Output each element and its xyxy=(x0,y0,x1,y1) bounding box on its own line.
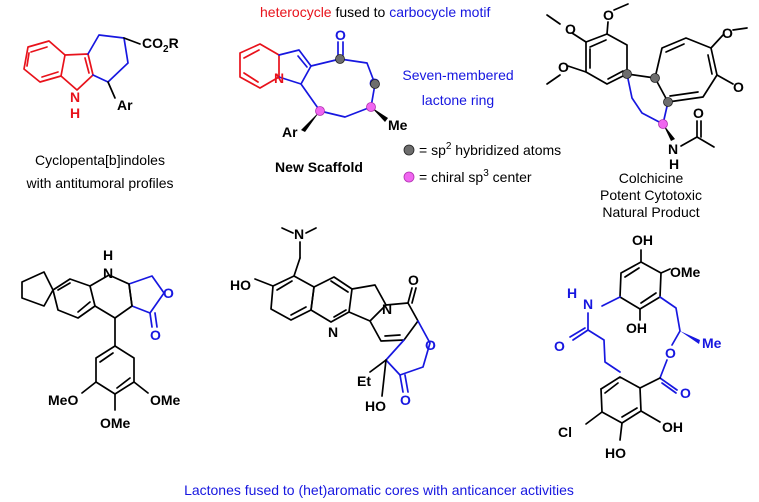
scaffold-chiral-dot-2 xyxy=(366,102,376,112)
m1-benzene-ring xyxy=(52,278,96,319)
m3-amide-o: O xyxy=(554,338,565,354)
m3-me-wedge xyxy=(680,331,700,344)
cyclopentane-ring xyxy=(87,34,129,83)
scaffold-structure: O O N Ar Me xyxy=(239,27,408,140)
indole-h-label: H xyxy=(70,105,80,121)
m3-top-aryl-ring xyxy=(619,261,662,310)
m1-meo-label: MeO xyxy=(48,392,78,408)
molecule-3-structure: OH OMe OH N H O O Me O Cl xyxy=(554,232,722,461)
m3-h-label: H xyxy=(567,285,577,301)
lactone-ring xyxy=(300,58,376,118)
m2-o1-label: O xyxy=(408,272,419,288)
colchicine-caption-1: Colchicine xyxy=(619,170,684,186)
scaffold-chiral-dot-1 xyxy=(315,106,325,116)
m2-et-label: Et xyxy=(357,373,371,389)
colchicine-sp2-dot-1 xyxy=(622,69,632,79)
legend-chiral-text: = chiral sp3 center xyxy=(419,168,532,185)
m2-ho-label: HO xyxy=(230,277,251,293)
m3-ester-co-o: O xyxy=(680,385,691,401)
m3-bottom-aryl-ring xyxy=(600,376,642,424)
m2-o2-label: O xyxy=(425,337,436,353)
colchicine-chiral-dot xyxy=(658,119,668,129)
m1-ring-o: O xyxy=(163,285,174,301)
m3-oh3-label: OH xyxy=(662,419,683,435)
colchicine-sp2-dot-2 xyxy=(650,73,660,83)
colchicine-o2: O xyxy=(603,7,614,23)
molecule-1-structure: O O H N MeO OMe OMe xyxy=(21,247,181,431)
ring-label-2: lactone ring xyxy=(422,92,494,108)
m1-dioxole-ring xyxy=(21,271,54,307)
m2-ring-b xyxy=(310,276,353,323)
m3-me-label: Me xyxy=(702,335,722,351)
m1-aryl-ring xyxy=(95,345,135,395)
tropolone-ring xyxy=(654,37,718,103)
scaffold-sp2-dot-2 xyxy=(370,79,380,89)
scaffold-ar-label: Ar xyxy=(282,124,298,140)
colchicine-o4: O xyxy=(722,25,733,41)
m1-carbonyl-o: O xyxy=(150,327,161,343)
m3-oh1-label: OH xyxy=(632,232,653,248)
scaffold-n: N xyxy=(274,70,284,86)
colchicine-nh-wedge xyxy=(663,124,675,141)
header-heterocycle: heterocycle xyxy=(260,4,332,20)
legend-sp2-dot xyxy=(403,144,415,156)
legend-sp2-text: = sp2 hybridized atoms xyxy=(419,141,561,158)
colchicine-aryl-ring xyxy=(585,33,628,85)
co2r-label: CO2R xyxy=(142,35,179,55)
ring-label-1: Seven-membered xyxy=(402,67,513,83)
header-title: heterocycle fused to carbocycle motif xyxy=(260,4,490,20)
legend-chiral-dot xyxy=(403,171,415,183)
m1-ome-label-1: OMe xyxy=(150,392,181,408)
m1-h-label: H xyxy=(103,247,113,263)
header-carbocycle: carbocycle motif xyxy=(389,4,490,20)
m1-lactone-ring xyxy=(128,275,165,314)
molecule-2-structure: N HO N N O O O Et HO xyxy=(230,226,436,414)
m2-ring-d xyxy=(369,302,419,342)
m1-n-label: N xyxy=(103,265,113,281)
indole-n-label: N xyxy=(70,89,80,105)
m2-ho2-label: HO xyxy=(365,398,386,414)
colchicine-amide-o: O xyxy=(693,105,704,121)
m3-ome-label: OMe xyxy=(670,264,701,280)
m3-amide-chain xyxy=(587,329,621,373)
m3-n-label: N xyxy=(583,296,593,312)
ar-label: Ar xyxy=(117,97,133,113)
scaffold-sp2-dot-1 xyxy=(335,54,345,64)
colchicine-structure: O O O O O N H O xyxy=(546,3,748,172)
colchicine-caption-3: Natural Product xyxy=(602,204,699,220)
colchicine-h: H xyxy=(669,156,679,172)
ar-wedge xyxy=(301,111,320,132)
scaffold-name: New Scaffold xyxy=(275,159,363,175)
cyclopentaindole-structure: CO2R Ar N H xyxy=(23,34,179,121)
colchicine-o3: O xyxy=(558,59,569,75)
legend: = sp2 hybridized atoms = chiral sp3 cent… xyxy=(403,141,561,185)
m2-ring-c xyxy=(348,284,387,322)
m3-cl-label: Cl xyxy=(558,424,572,440)
colchicine-seven-ring xyxy=(626,73,669,125)
m2-n1-label: N xyxy=(294,226,304,242)
m3-oh2-label: OH xyxy=(626,320,647,336)
colchicine-o1: O xyxy=(565,21,576,37)
m3-ester-o: O xyxy=(665,345,676,361)
m2-n3-label: N xyxy=(382,301,392,317)
scaffold-carbonyl-o: O xyxy=(335,27,346,43)
colchicine-carbonyl-o: O xyxy=(733,79,744,95)
m2-o3-label: O xyxy=(400,392,411,408)
m3-ester-chain xyxy=(659,296,681,346)
m1-pyridine-ring xyxy=(89,274,133,319)
bottom-caption: Lactones fused to (het)aromatic cores wi… xyxy=(184,482,574,498)
me-wedge xyxy=(371,107,388,122)
header-fused-to: fused to xyxy=(332,4,390,20)
m1-ome-label-2: OMe xyxy=(100,415,131,431)
scaffold-me-label: Me xyxy=(388,117,408,133)
m2-n2-label: N xyxy=(328,324,338,340)
m2-lactone-ring xyxy=(385,320,431,376)
colchicine-n: N xyxy=(668,141,678,157)
m3-ho-label: HO xyxy=(605,445,626,461)
colchicine-caption-2: Potent Cytotoxic xyxy=(600,187,702,203)
cyclopenta-caption-2: with antitumoral profiles xyxy=(25,175,173,191)
colchicine-sp2-dot-3 xyxy=(663,97,673,107)
cyclopenta-caption-1: Cyclopenta[b]indoles xyxy=(35,152,165,168)
